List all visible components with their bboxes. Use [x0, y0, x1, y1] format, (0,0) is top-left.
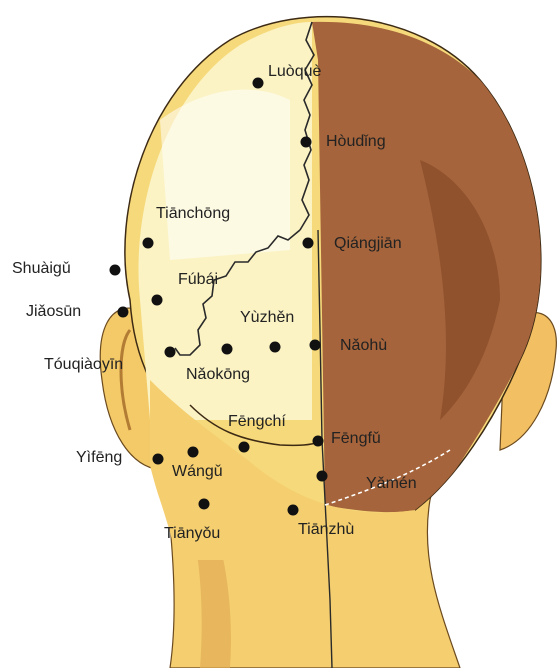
- dot-fengchi[interactable]: [239, 442, 250, 453]
- dot-shuaigu[interactable]: [110, 265, 121, 276]
- label-tianyou: Tiānyǒu: [164, 526, 220, 542]
- label-luoque: Luòquè: [268, 64, 321, 80]
- label-jiaosun: Jiǎosūn: [26, 304, 81, 320]
- dot-tianyou[interactable]: [199, 499, 210, 510]
- dot-naohu[interactable]: [310, 340, 321, 351]
- label-qiangjian: Qiángjiān: [334, 236, 402, 252]
- label-yamen: Yǎmén: [366, 476, 417, 492]
- dot-fengfu[interactable]: [313, 436, 324, 447]
- label-fengchi: Fēngchí: [228, 414, 286, 430]
- label-yuzhen: Yùzhěn: [240, 310, 294, 326]
- dot-tianzhu[interactable]: [288, 505, 299, 516]
- skull-highlight: [160, 90, 290, 260]
- label-fengfu: Fēngfǔ: [331, 431, 381, 447]
- dot-luoque[interactable]: [253, 78, 264, 89]
- dot-jiaosun[interactable]: [118, 307, 129, 318]
- dot-tianchong[interactable]: [143, 238, 154, 249]
- dot-qiangjian[interactable]: [303, 238, 314, 249]
- dot-wangu[interactable]: [188, 447, 199, 458]
- dot-naokong[interactable]: [222, 344, 233, 355]
- label-touqiaoyin: Tóuqiàoyīn: [44, 357, 123, 373]
- dot-yamen[interactable]: [317, 471, 328, 482]
- label-shuaigu: Shuàigǔ: [12, 261, 71, 277]
- label-houding: Hòudǐng: [326, 134, 386, 150]
- label-tianzhu: Tiānzhù: [298, 522, 354, 538]
- dot-fubai[interactable]: [152, 295, 163, 306]
- label-yifeng: Yìfēng: [76, 450, 122, 466]
- label-fubai: Fúbái: [178, 272, 218, 288]
- dot-yifeng[interactable]: [153, 454, 164, 465]
- label-naohu: Nǎohù: [340, 338, 387, 354]
- dot-yuzhen[interactable]: [270, 342, 281, 353]
- label-wangu: Wángǔ: [172, 464, 223, 480]
- dot-houding[interactable]: [301, 137, 312, 148]
- dot-touqiaoyin[interactable]: [165, 347, 176, 358]
- label-tianchong: Tiānchōng: [156, 206, 230, 222]
- label-naokong: Nǎokōng: [186, 367, 250, 383]
